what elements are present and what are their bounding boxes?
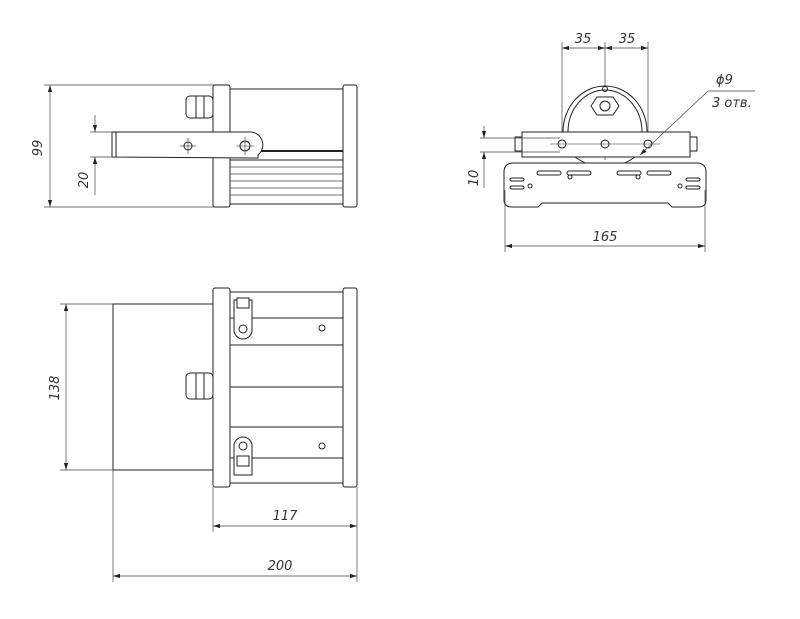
hole-count-label: 3 отв. xyxy=(712,96,752,111)
total-length-dimension: 200 xyxy=(268,559,293,574)
offset-dimension: 10 xyxy=(467,170,482,187)
hole-diameter-label: ϕ9 xyxy=(716,73,733,88)
nut xyxy=(590,96,620,116)
width-dimension: 165 xyxy=(593,230,618,245)
mounting-arm xyxy=(111,131,264,159)
hole-spacing-left: 35 xyxy=(575,32,592,47)
mounting-bracket xyxy=(521,131,691,158)
bottom-view: 138 117 200 xyxy=(48,287,358,582)
front-view: 35 35 ϕ9 3 отв. 10 xyxy=(467,32,755,252)
heatsink xyxy=(503,162,707,208)
height-dimension: 99 xyxy=(31,140,46,157)
mount-bracket-bottom xyxy=(233,436,253,476)
body-length-dimension: 117 xyxy=(273,509,299,524)
depth-dimension: 138 xyxy=(48,376,63,401)
arm-dimension: 20 xyxy=(77,172,92,189)
hole-spacing-right: 35 xyxy=(619,32,636,47)
cable-gland xyxy=(185,95,214,119)
mount-bracket-top xyxy=(233,297,253,340)
side-view: 99 20 xyxy=(31,84,358,208)
cable-gland-bottom xyxy=(185,372,214,400)
